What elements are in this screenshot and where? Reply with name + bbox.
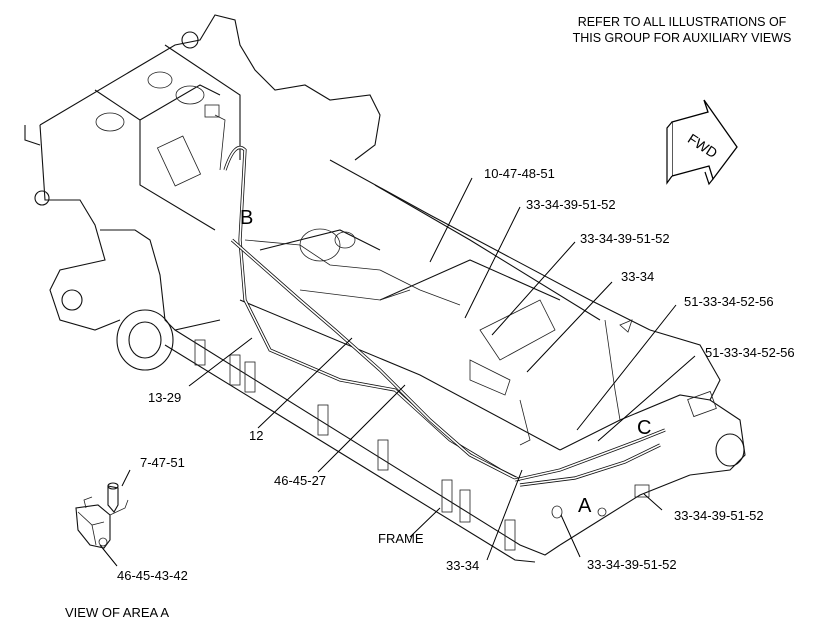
note-line-2: THIS GROUP FOR AUXILIARY VIEWS	[573, 31, 792, 45]
part-label: 13-29	[148, 390, 181, 405]
part-label: FRAME	[378, 531, 424, 546]
note-line-1: REFER TO ALL ILLUSTRATIONS OF	[578, 15, 787, 29]
view-caption: VIEW OF AREA A	[65, 605, 169, 620]
part-label: 10-47-48-51	[484, 166, 555, 181]
part-label: 12	[249, 428, 263, 443]
part-label: 33-34-39-51-52	[674, 508, 764, 523]
part-label: 33-34-39-51-52	[580, 231, 670, 246]
part-label: 33-34-39-51-52	[526, 197, 616, 212]
part-label: 7-47-51	[140, 455, 185, 470]
forward-arrow-icon	[666, 99, 738, 186]
part-label: 33-34	[621, 269, 654, 284]
hydraulic-lines	[204, 104, 666, 487]
part-label: 33-34	[446, 558, 479, 573]
machine-frame-outline	[24, 14, 746, 563]
leader-lines	[99, 177, 696, 567]
part-label: 46-45-43-42	[117, 568, 188, 583]
callout-c: C	[637, 417, 651, 439]
callout-a: A	[578, 495, 592, 517]
callout-b: B	[240, 207, 253, 229]
part-label: 46-45-27	[274, 473, 326, 488]
part-label: 51-33-34-52-56	[684, 294, 774, 309]
part-label: 33-34-39-51-52	[587, 557, 677, 572]
area-a-detail-drawing	[75, 482, 129, 549]
part-label: 51-33-34-52-56	[705, 345, 795, 360]
